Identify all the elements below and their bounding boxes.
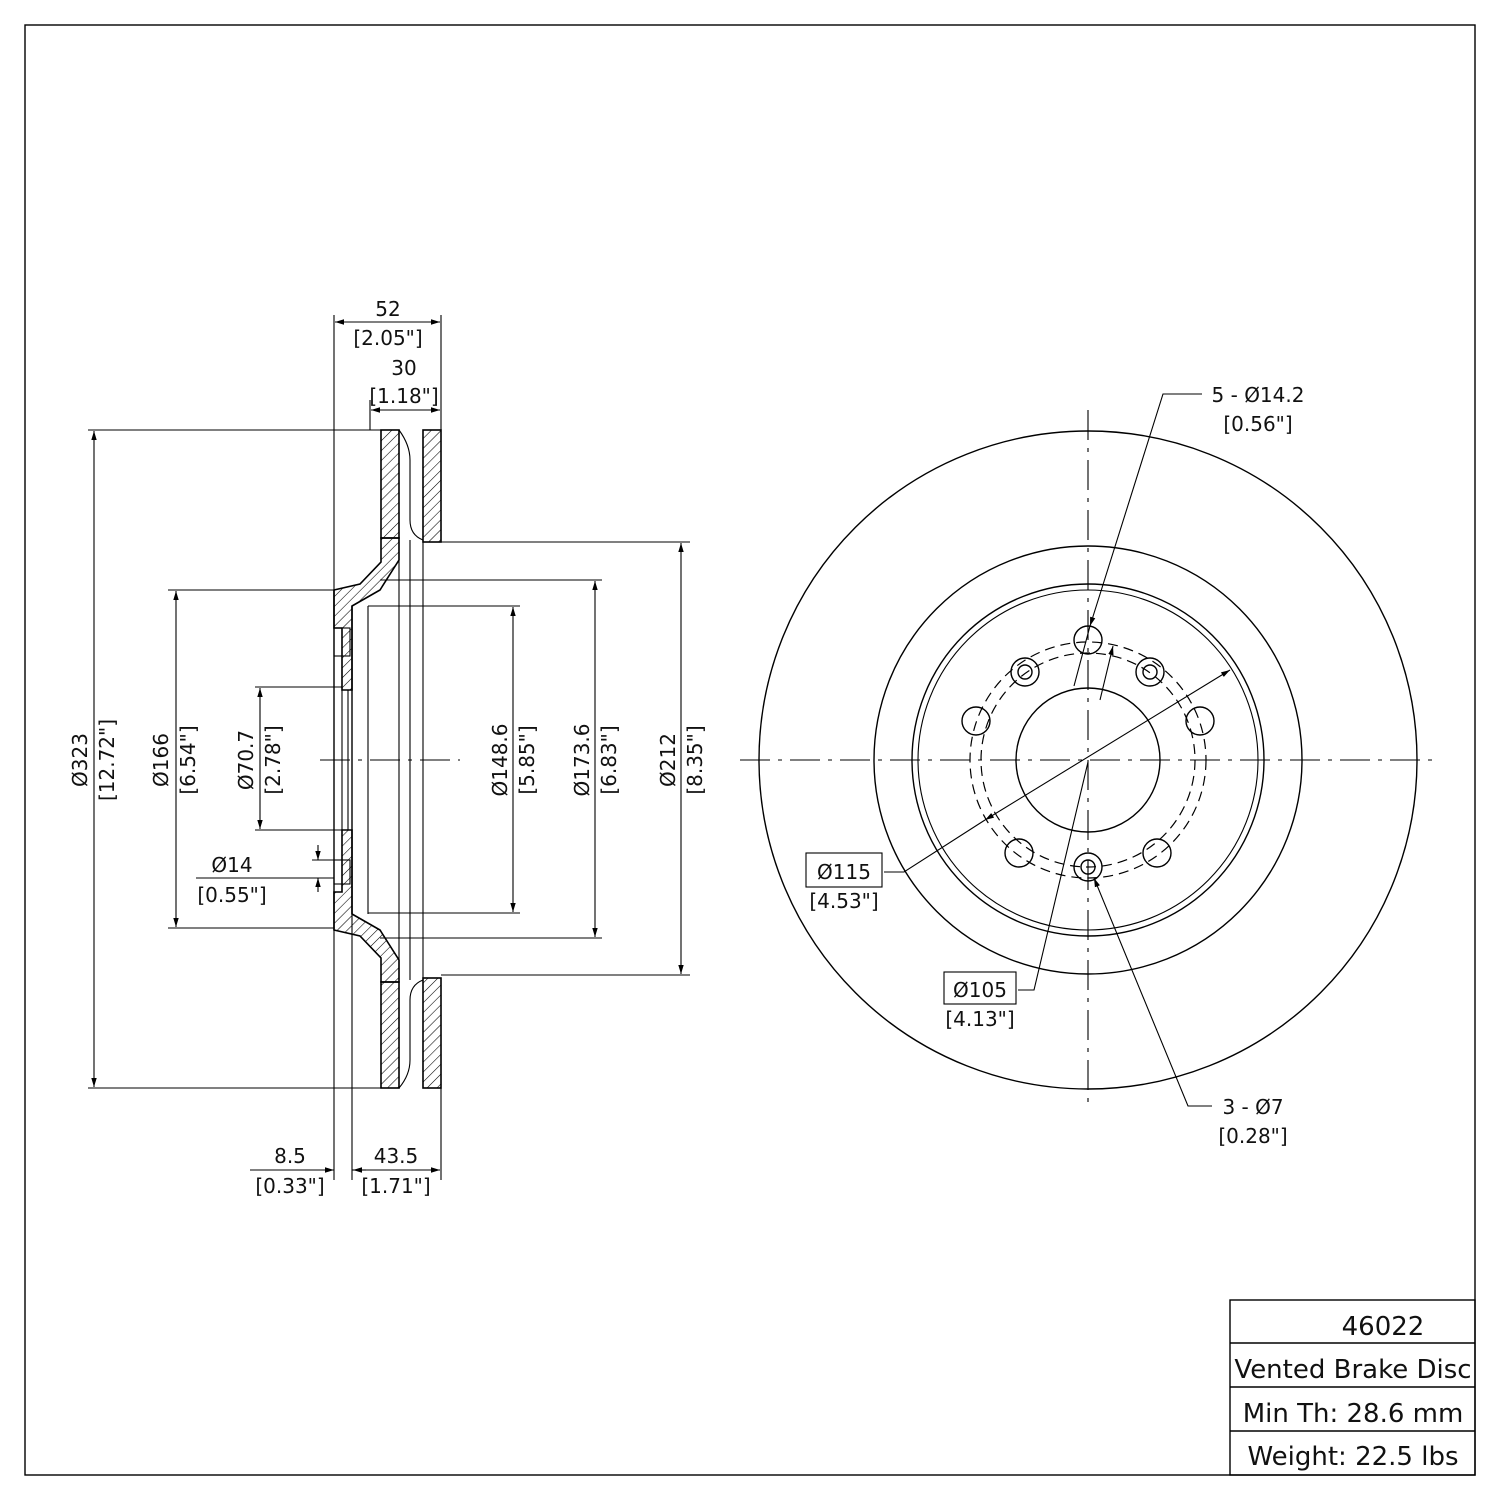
label-85-mm: 8.5 — [274, 1144, 306, 1168]
bolt-hole — [1142, 838, 1172, 868]
part-number: 46022 — [1342, 1312, 1425, 1342]
part-description: Vented Brake Disc — [1234, 1355, 1471, 1385]
drawing-border — [24, 24, 1476, 1476]
label-115-in: [4.53"] — [809, 889, 878, 913]
dim-105-arrow — [1099, 645, 1114, 701]
label-212-mm: Ø212 — [656, 733, 680, 787]
hat-inner-circle — [917, 589, 1259, 931]
dim-115-diameter — [984, 669, 1231, 821]
leader-small-holes — [1093, 877, 1212, 1107]
bolt-hole — [1073, 625, 1103, 655]
part-weight: Weight: 22.5 lbs — [1247, 1442, 1458, 1472]
label-14-mm: Ø14 — [211, 853, 252, 877]
outer-disc-circle — [758, 430, 1418, 1090]
small-hole-ring — [1010, 657, 1040, 687]
small-hole — [1017, 664, 1033, 680]
label-115-mm: Ø115 — [817, 860, 871, 884]
label-bolt-holes-in: [0.56"] — [1223, 412, 1292, 436]
label-323-mm: Ø323 — [68, 733, 92, 787]
label-small-holes-in: [0.28"] — [1218, 1124, 1287, 1148]
inboard-plate-bottom — [380, 981, 400, 1089]
label-323-in: [12.72"] — [95, 719, 119, 801]
label-small-holes-mm: 3 - Ø7 — [1222, 1095, 1283, 1119]
label-1486-mm: Ø148.6 — [488, 724, 512, 797]
min-thickness: Min Th: 28.6 mm — [1243, 1399, 1464, 1429]
label-166-in: [6.54"] — [176, 725, 200, 794]
bolt-hole — [1004, 838, 1034, 868]
inboard-plate-top — [380, 429, 400, 539]
label-1736-mm: Ø173.6 — [570, 724, 594, 797]
outboard-plate-top — [422, 429, 442, 543]
label-30-in: [1.18"] — [369, 384, 438, 408]
box-105 — [943, 971, 1017, 1005]
title-block: 46022 Vented Brake Disc Min Th: 28.6 mm … — [1229, 1299, 1476, 1476]
small-hole-ring — [1073, 852, 1103, 882]
hat-section-bottom — [333, 829, 400, 983]
outboard-plate-bottom — [422, 977, 442, 1089]
label-52-mm: 52 — [375, 297, 400, 321]
label-707-in: [2.78"] — [261, 725, 285, 794]
label-435-mm: 43.5 — [374, 1144, 419, 1168]
label-435-in: [1.71"] — [361, 1174, 430, 1198]
label-212-in: [8.35"] — [683, 725, 707, 794]
label-105-mm: Ø105 — [953, 978, 1007, 1002]
label-85-in: [0.33"] — [255, 1174, 324, 1198]
leader-115 — [884, 819, 986, 873]
small-hole — [1080, 859, 1096, 875]
bolt-hole — [961, 706, 991, 736]
label-14-in: [0.55"] — [197, 883, 266, 907]
small-hole — [1142, 664, 1158, 680]
label-30-mm: 30 — [391, 356, 416, 380]
friction-inner-circle — [873, 545, 1303, 975]
label-bolt-holes-mm: 5 - Ø14.2 — [1212, 383, 1305, 407]
leader-105 — [1018, 761, 1089, 991]
front-view: 5 - Ø14.2 [0.56"] Ø115 [4.53"] Ø105 [4.1… — [740, 383, 1435, 1148]
bolt-hole — [1185, 706, 1215, 736]
vane-curve-top — [398, 429, 424, 541]
side-section-view: 52 [2.05"] 30 [1.18"] Ø323 [12.72"] Ø166… — [68, 297, 707, 1198]
label-707-mm: Ø70.7 — [234, 730, 258, 790]
vane-curve-bottom — [398, 979, 424, 1089]
label-1736-in: [6.83"] — [597, 725, 621, 794]
hat-section-top — [333, 537, 400, 691]
leader-bolt-holes — [1089, 393, 1202, 627]
label-166-mm: Ø166 — [149, 733, 173, 787]
label-105-in: [4.13"] — [945, 1007, 1014, 1031]
small-hole-ring — [1135, 657, 1165, 687]
hat-outer-circle — [911, 583, 1265, 937]
label-52-in: [2.05"] — [353, 326, 422, 350]
box-115 — [805, 852, 883, 888]
label-1486-in: [5.85"] — [515, 725, 539, 794]
